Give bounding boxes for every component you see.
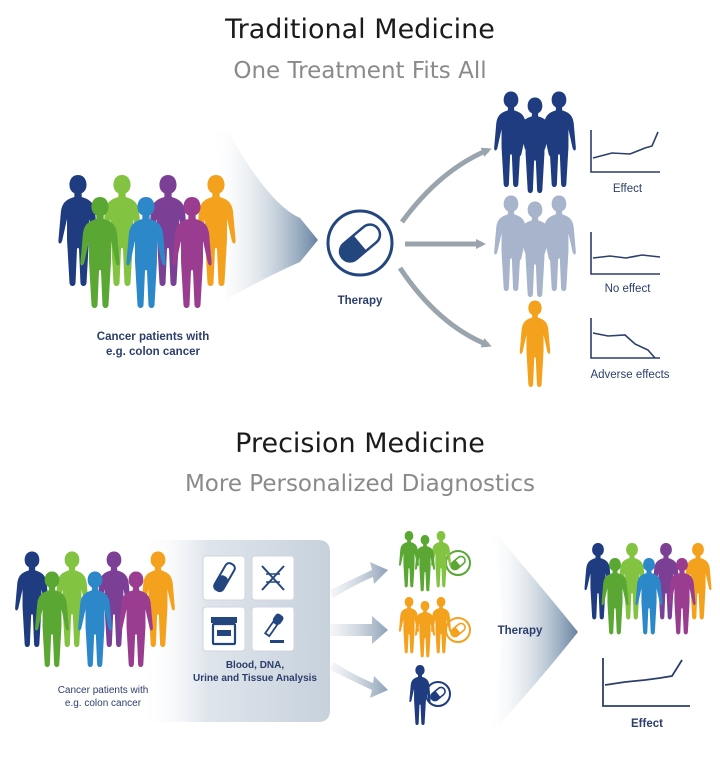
traditional-funnel-arrow (210, 130, 318, 300)
non-responder-figure (518, 201, 552, 298)
stratified-figure-orange (399, 597, 419, 654)
non-responder-figure (542, 195, 576, 292)
precision-patients-label: Cancer patients with e.g. colon cancer (28, 684, 178, 710)
no-effect-mini-chart (590, 232, 661, 275)
stratified-figure-orange (415, 601, 435, 658)
traditional-title: Traditional Medicine (225, 14, 495, 45)
urine-container-icon (202, 606, 246, 652)
outcome-label-no-effect: No effect (604, 283, 651, 295)
patient-figure (58, 175, 98, 287)
adverse-responder-figure (519, 300, 551, 387)
arrow-to-group-navy (330, 662, 388, 698)
arrow-to-adverse (397, 266, 492, 348)
tissue-dropper-icon (251, 606, 295, 652)
patient-figure (196, 175, 236, 287)
therapy-pill-icon (326, 209, 394, 277)
outcome-label-adverse: Adverse effects (590, 369, 670, 381)
precision-effect-label: Effect (631, 718, 663, 730)
patients-label-line2: e.g. colon cancer (106, 346, 200, 358)
responder-figure (635, 558, 663, 635)
patients-label-line1: Cancer patients with (96, 331, 210, 343)
patient-figure (148, 175, 188, 287)
stratified-figure-navy (409, 665, 431, 726)
stratified-figure-orange (431, 597, 451, 654)
traditional-therapy-label: Therapy (337, 295, 383, 307)
precision-therapy-arrow (486, 522, 578, 735)
test-tube-icon (202, 555, 246, 601)
dna-icon (251, 555, 295, 601)
arrow-to-effect (399, 147, 492, 224)
patient-figure (126, 197, 166, 309)
precision-effect-chart (602, 658, 690, 707)
precision-subtitle: More Personalized Diagnostics (184, 471, 536, 497)
arrow-to-group-orange (330, 616, 388, 644)
responder-figure (494, 91, 528, 188)
patient-figure (15, 551, 49, 648)
patient-figure (35, 571, 69, 668)
precision-title: Precision Medicine (235, 428, 485, 459)
traditional-subtitle: One Treatment Fits All (233, 58, 487, 84)
stratified-figure-green (399, 531, 419, 588)
effect-mini-chart (590, 130, 660, 173)
responder-figure (542, 91, 576, 188)
responder-figure (684, 543, 712, 620)
analysis-label-line2: Urine and Tissue Analysis (193, 673, 317, 684)
pill-badge-orange (445, 617, 471, 643)
patient-figure (119, 571, 153, 668)
outcome-label-effect: Effect (612, 183, 643, 195)
stratified-figure-green (415, 535, 435, 592)
precision-therapy-label: Therapy (497, 625, 543, 637)
patient-figure (172, 197, 212, 309)
patient-figure (102, 175, 142, 287)
patients-label-line2: e.g. colon cancer (64, 698, 142, 709)
pill-badge-navy (425, 681, 451, 707)
stratified-figure-green (431, 531, 451, 588)
patient-figure (80, 197, 120, 309)
arrow-to-group-green (330, 562, 388, 598)
responder-figure (668, 558, 696, 635)
responder-figure (518, 97, 552, 194)
analysis-label-line1: Blood, DNA, (225, 660, 285, 671)
analysis-label: Blood, DNA, Urine and Tissue Analysis (180, 659, 330, 685)
non-responder-figure (494, 195, 528, 292)
responder-figure (601, 558, 629, 635)
patient-figure (78, 571, 112, 668)
traditional-patients-label: Cancer patients with e.g. colon cancer (58, 330, 248, 360)
patients-label-line1: Cancer patients with (57, 685, 149, 696)
adverse-mini-chart (590, 318, 660, 359)
